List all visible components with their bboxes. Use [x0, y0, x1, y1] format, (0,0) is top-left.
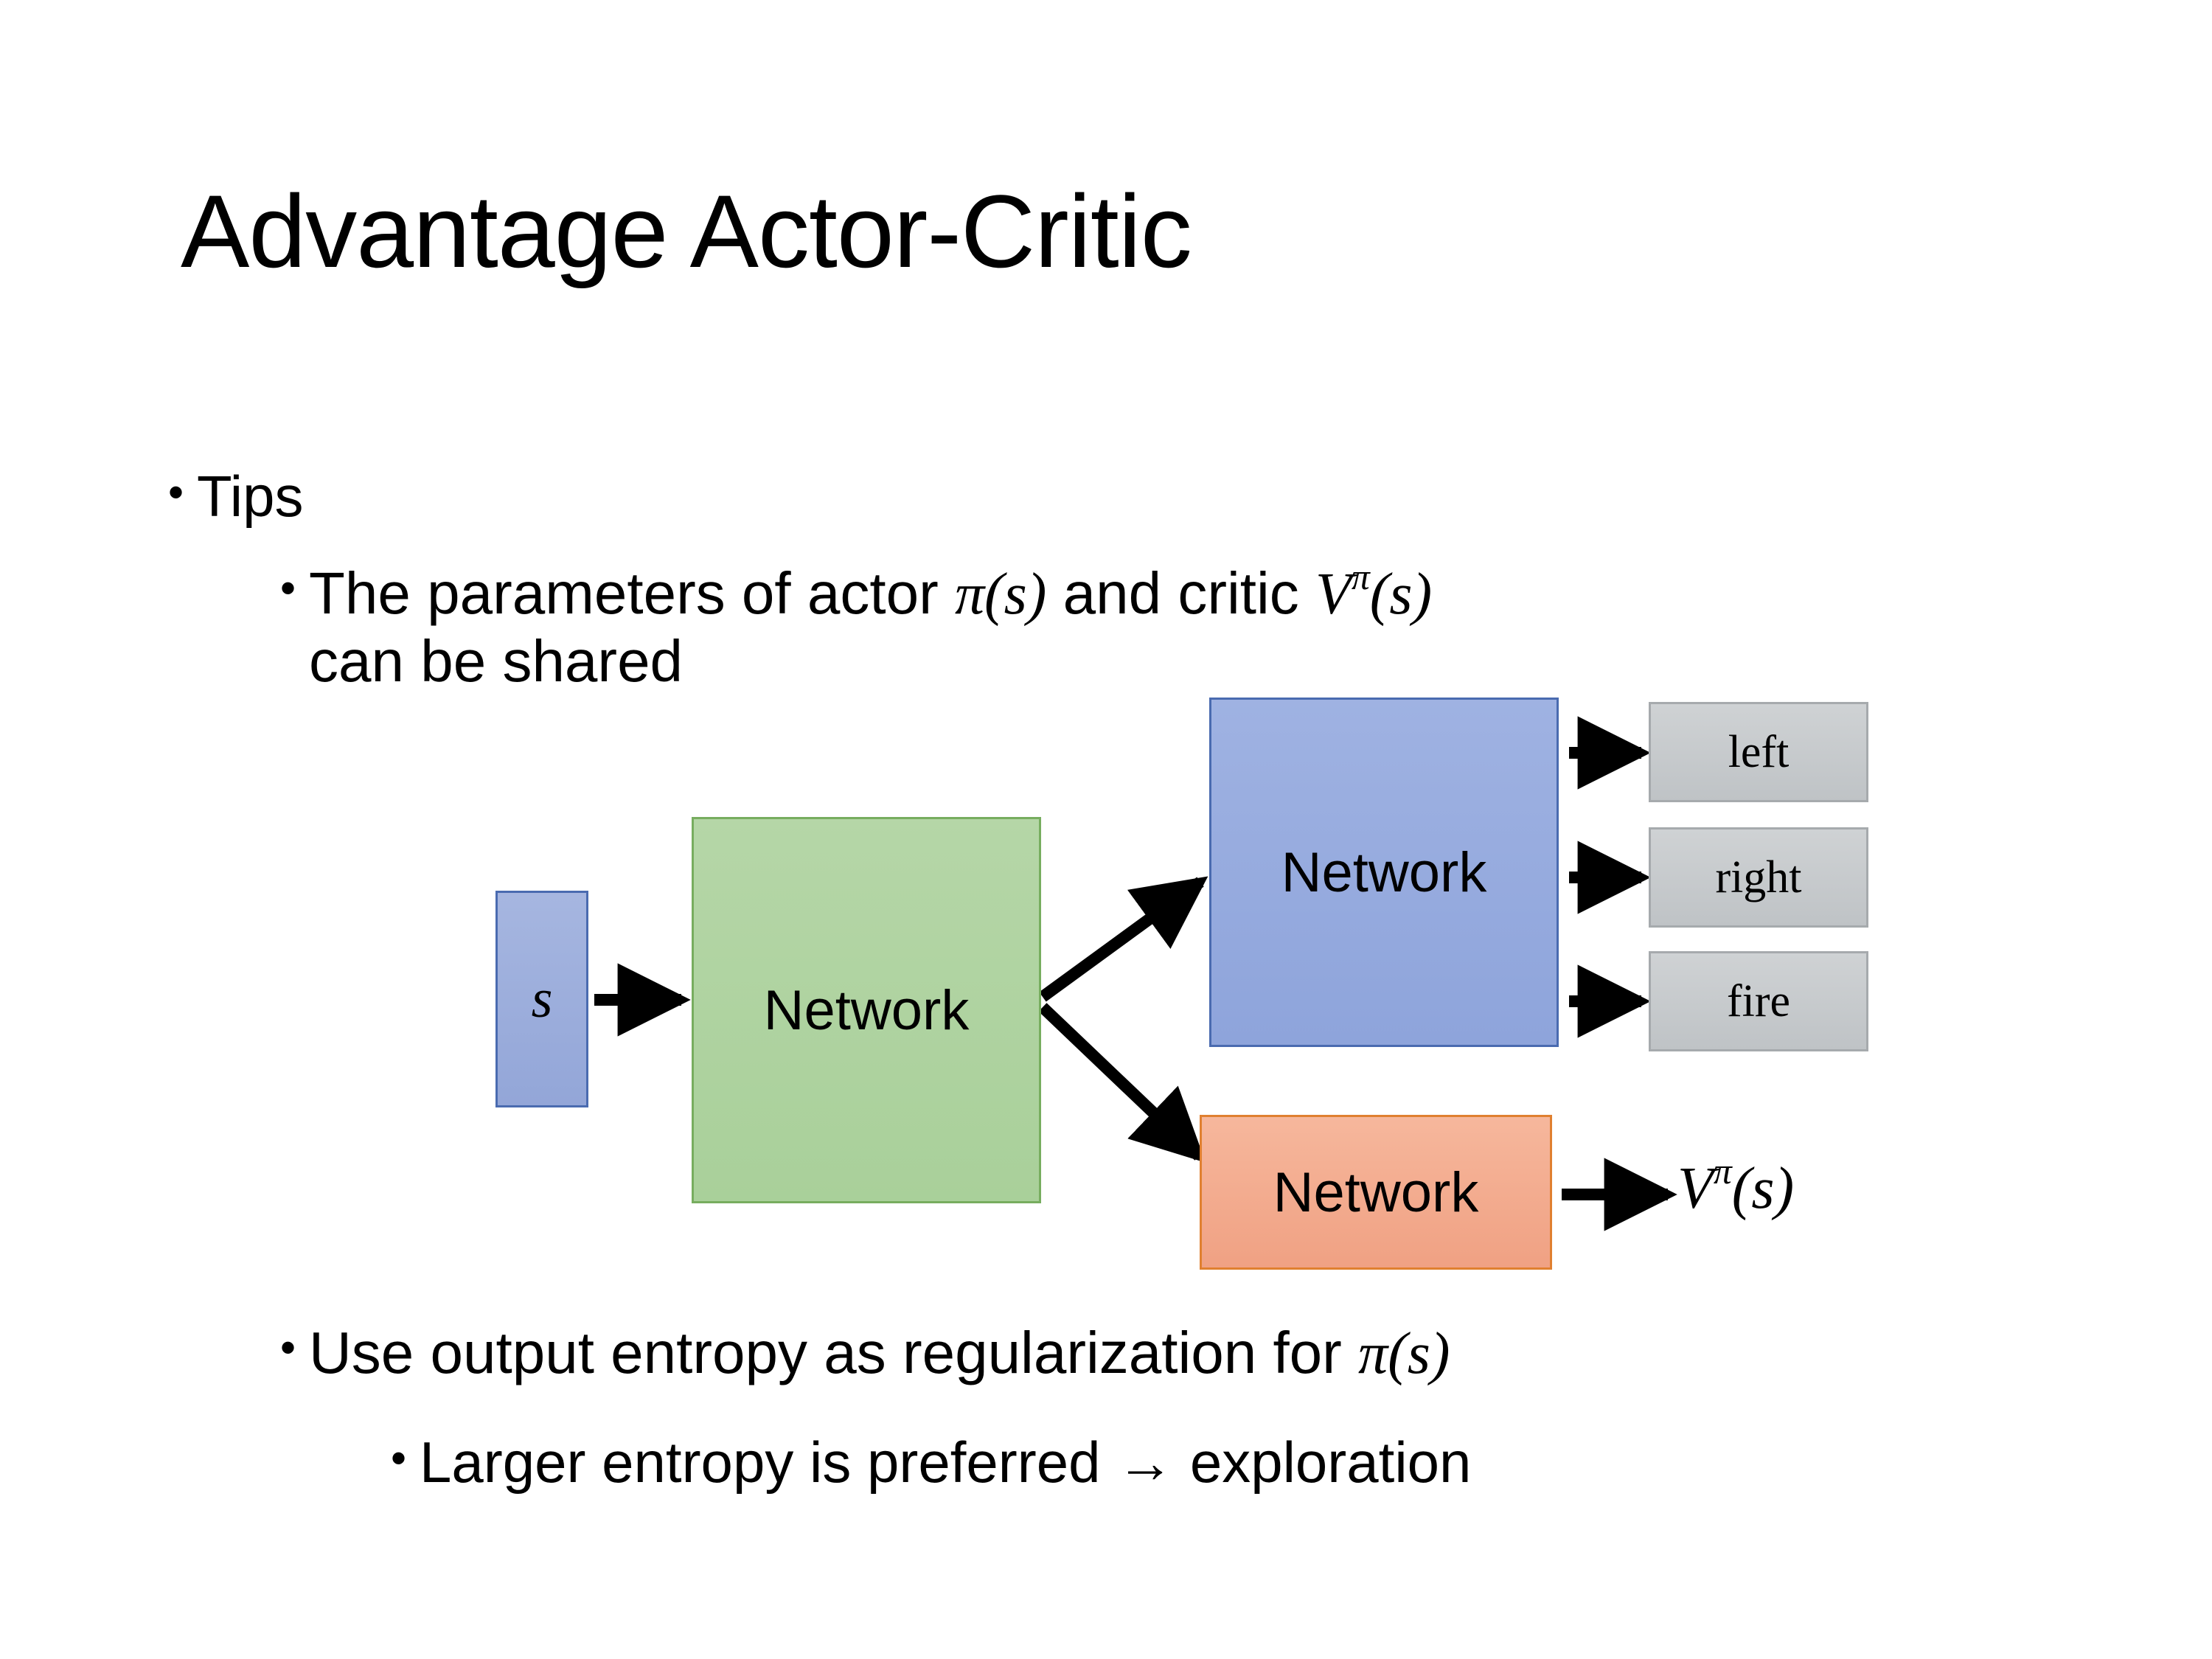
bullet-entropy-label: Use output entropy as regularization for…: [309, 1320, 1450, 1388]
text-use-output-entropy: Use output entropy as regularization for: [309, 1320, 1359, 1385]
input-state-box: s: [495, 891, 588, 1107]
input-state-label: s: [531, 968, 553, 1029]
bullet-shared-parameters: • The parameters of actor π(s) and criti…: [280, 557, 2020, 694]
action-label-right: right: [1715, 852, 1802, 902]
math-pi-of-s: π(s): [954, 562, 1047, 627]
actor-network-box: Network: [1209, 698, 1559, 1047]
value-argument: (s): [1731, 1156, 1795, 1221]
bullet-shared-parameters-label: The parameters of actor π(s) and critic …: [309, 557, 2020, 694]
math-v-argument: (s): [1369, 562, 1433, 627]
critic-network-label: Network: [1273, 1161, 1479, 1224]
value-v-symbol: V: [1677, 1156, 1714, 1221]
action-box-right: right: [1649, 827, 1868, 928]
arrow-shared-to-actor-network: [1039, 876, 1208, 1002]
bullet-larger-entropy: • Larger entropy is preferred → explorat…: [391, 1430, 1471, 1495]
action-box-left: left: [1649, 702, 1868, 802]
shared-network-label: Network: [763, 978, 970, 1042]
shared-network-box: Network: [692, 817, 1041, 1203]
page-title: Advantage Actor-Critic: [181, 173, 1192, 289]
bullet-larger-entropy-label: Larger entropy is preferred → exploratio…: [420, 1430, 1472, 1495]
math-pi-of-s: π(s): [1358, 1321, 1450, 1386]
action-label-fire: fire: [1726, 975, 1791, 1026]
text-parameters-of-actor: The parameters of actor: [309, 560, 955, 626]
action-label-left: left: [1728, 726, 1790, 777]
math-v-superscript-pi: π: [1351, 557, 1370, 598]
text-can-be-shared: can be shared: [309, 627, 684, 694]
value-superscript-pi: π: [1713, 1151, 1732, 1192]
bullet-tips-label: Tips: [197, 464, 304, 529]
bullet-marker-icon: •: [168, 467, 184, 517]
bullet-entropy-regularization: • Use output entropy as regularization f…: [280, 1320, 1450, 1388]
arrow-shared-to-critic-network: [1038, 1003, 1206, 1163]
text-and-critic: and critic: [1046, 560, 1316, 626]
bullet-marker-icon: •: [280, 563, 296, 613]
actor-network-label: Network: [1281, 841, 1487, 904]
value-function-output-label: Vπ(s): [1677, 1151, 1795, 1222]
critic-network-box: Network: [1200, 1115, 1552, 1270]
math-v-symbol: V: [1315, 562, 1352, 627]
action-box-fire: fire: [1649, 951, 1868, 1051]
bullet-marker-icon: •: [391, 1433, 407, 1483]
bullet-marker-icon: •: [280, 1323, 296, 1372]
bullet-tips: • Tips: [168, 464, 304, 529]
